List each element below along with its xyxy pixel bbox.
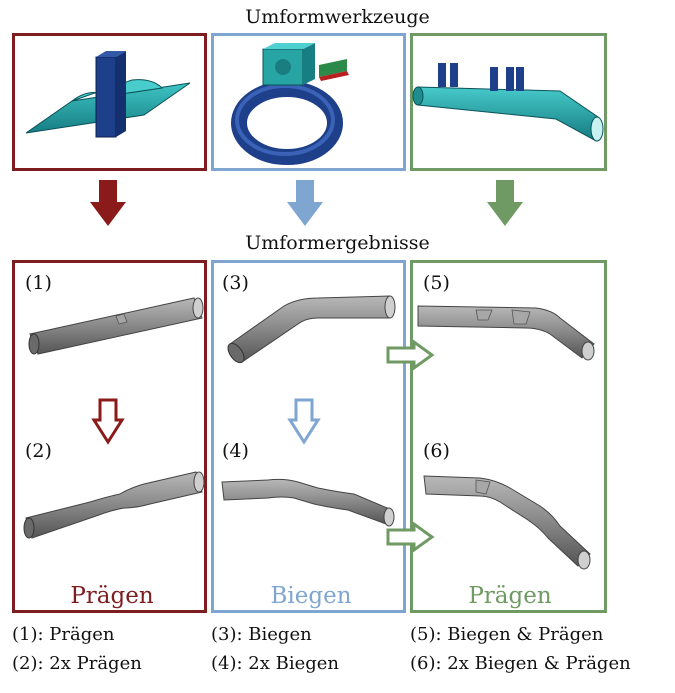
tube-result-2 (23, 471, 205, 539)
tube-result-1 (28, 297, 204, 355)
legend-item-2: (2): 2x Prägen (12, 653, 142, 674)
bending-result-frame (211, 260, 406, 613)
right-arrow-green-1 (386, 339, 435, 371)
right-arrow-green-2 (386, 521, 435, 553)
combined-tool-frame (410, 33, 607, 171)
result-label-6: (6) (423, 440, 450, 462)
bending-tool-frame (211, 33, 406, 171)
tube-result-3 (227, 295, 396, 364)
result-label-1: (1) (25, 272, 52, 294)
legend-item-6: (6): 2x Biegen & Prägen (410, 653, 631, 674)
result-label-4: (4) (222, 440, 249, 462)
column-title-combined: Prägen (468, 583, 552, 609)
bending-tool-image (231, 43, 349, 165)
tube-result-6 (423, 475, 591, 570)
result-label-3: (3) (222, 272, 249, 294)
combined-tool-image (412, 63, 604, 142)
down-arrow-red (90, 180, 126, 226)
small-arrow-blue (287, 398, 321, 445)
legend-item-3: (3): Biegen (211, 624, 312, 645)
legend-item-4: (4): 2x Biegen (211, 653, 340, 674)
result-label-5: (5) (423, 272, 450, 294)
embossing-tool-frame (12, 33, 207, 171)
result-label-2: (2) (25, 440, 52, 462)
results-heading: Umformergebnisse (245, 232, 430, 254)
down-arrow-blue (287, 180, 323, 226)
column-title-bending: Biegen (270, 583, 352, 609)
combined-result-frame (410, 260, 607, 613)
embossing-result-frame (12, 260, 207, 613)
tube-result-4 (221, 478, 395, 527)
small-arrow-red (91, 398, 125, 445)
legend-item-1: (1): Prägen (12, 624, 115, 645)
down-arrow-green (487, 180, 523, 226)
tools-heading: Umformwerkzeuge (245, 6, 430, 28)
legend-item-5: (5): Biegen & Prägen (410, 624, 604, 645)
embossing-tool-image (25, 51, 191, 138)
tube-result-5 (417, 305, 595, 361)
column-title-embossing: Prägen (70, 583, 154, 609)
